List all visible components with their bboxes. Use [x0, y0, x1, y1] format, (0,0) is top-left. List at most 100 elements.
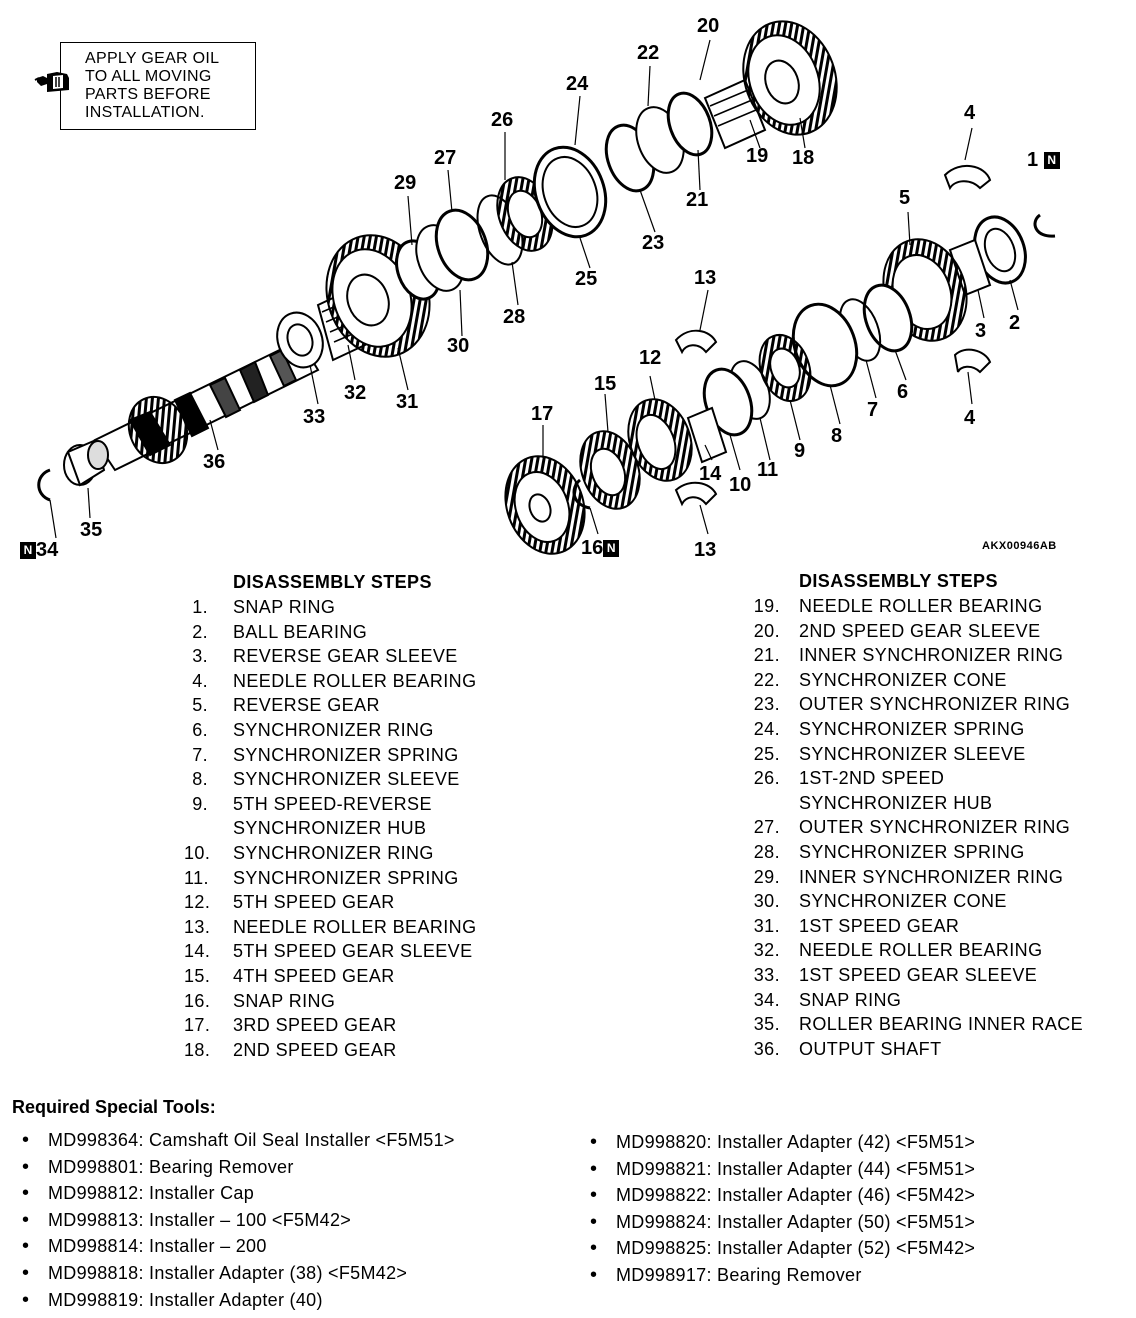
- gear-oil-note: APPLY GEAR OIL TO ALL MOVING PARTS BEFOR…: [60, 42, 256, 130]
- step-number: 27.: [753, 817, 780, 838]
- step-number: 19.: [753, 596, 780, 616]
- step-item: 15.4TH SPEED GEAR: [184, 964, 544, 989]
- needle-bearing-13a: [674, 329, 718, 355]
- bullet-icon: •: [22, 1261, 30, 1284]
- step-number: 33.: [753, 964, 780, 985]
- tool-text: MD998801: Bearing Remover: [48, 1156, 294, 1177]
- step-number: 13.: [184, 916, 211, 937]
- tool-item: • MD998820: Installer Adapter (42) <F5M51…: [590, 1129, 975, 1156]
- step-number: 11.: [184, 867, 209, 888]
- callout-7: 7: [867, 399, 879, 421]
- step-item: 28.SYNCHRONIZER SPRING: [752, 840, 1132, 865]
- step-item: 14. 5TH SPEED GEAR SLEEVE: [184, 939, 544, 964]
- step-number: 2.: [192, 621, 208, 642]
- step-item: 24.SYNCHRONIZER SPRING: [752, 717, 1132, 742]
- sync-ring-6: [862, 283, 914, 353]
- step-text: SYNCHRONIZER SPRING: [233, 744, 459, 765]
- step-text: OUTER SYNCHRONIZER RING: [799, 817, 1071, 838]
- step-number: 26.: [753, 768, 780, 789]
- step-item: 3. REVERSE GEAR SLEEVE: [184, 644, 544, 669]
- note-line-3: PARTS BEFORE: [85, 86, 211, 103]
- callout-14: 14: [699, 463, 722, 485]
- step-number: 25.: [753, 743, 780, 764]
- leader-lines: [49, 39, 1019, 539]
- callout-10: 10: [729, 474, 752, 496]
- step-item: 2.BALL BEARING: [184, 620, 544, 645]
- step-item: 27. OUTER SYNCHRONIZER RING: [752, 815, 1132, 840]
- tool-text: MD998821: Installer Adapter (44) <F5M51>: [616, 1158, 976, 1179]
- step-item: 6.SYNCHRONIZER RING: [184, 718, 544, 743]
- bullet-icon: •: [590, 1157, 598, 1180]
- step-text: SYNCHRONIZER SPRING: [799, 718, 1025, 739]
- step-item: 12.5TH SPEED GEAR: [184, 890, 544, 915]
- step-item: 31.1ST SPEED GEAR: [752, 914, 1132, 939]
- step-item: 33.1ST SPEED GEAR SLEEVE: [752, 963, 1132, 988]
- callout-22: 22: [637, 42, 660, 64]
- tool-item: • MD998819: Installer Adapter (40): [22, 1287, 455, 1314]
- step-number: 5.: [192, 695, 208, 716]
- tools-title: Required Special Tools:: [12, 1097, 216, 1117]
- step-text: 4TH SPEED GEAR: [233, 965, 395, 986]
- callout-3: 3: [975, 320, 987, 342]
- step-text: REVERSE GEAR SLEEVE: [233, 646, 458, 667]
- callout-4-bottom: 4: [964, 407, 976, 429]
- step-number: 31.: [753, 915, 780, 936]
- tool-text: MD998819: Installer Adapter (40): [48, 1289, 323, 1310]
- step-item: 5. REVERSE GEAR: [184, 693, 544, 718]
- step-text: SYNCHRONIZER CONE: [799, 669, 1007, 690]
- tool-item: •MD998813: Installer – 100 <F5M42>: [22, 1207, 455, 1234]
- bullet-icon: •: [590, 1263, 598, 1286]
- callout-17: 17: [531, 403, 554, 425]
- tool-item: •MD998824: Installer Adapter (50) <F5M51…: [590, 1209, 975, 1236]
- step-number: 3.: [192, 646, 208, 667]
- bullet-icon: •: [590, 1131, 598, 1153]
- callout-4-top: 4: [964, 102, 976, 124]
- callout-9: 9: [794, 440, 806, 462]
- step-text: NEEDLE ROLLER BEARING: [799, 596, 1043, 616]
- step-text: SYNCHRONIZER CONE: [799, 891, 1007, 912]
- tool-item: • MD998821: Installer Adapter (44) <F5M51…: [590, 1156, 975, 1183]
- callout-2: 2: [1009, 312, 1021, 334]
- needle-bearing-4a: [943, 165, 992, 191]
- callout-35: 35: [80, 519, 103, 541]
- ball-bearing: [973, 215, 1027, 285]
- callout-32: 32: [344, 382, 367, 404]
- step-text: SYNCHRONIZER SPRING: [233, 867, 459, 888]
- callout-20: 20: [697, 15, 720, 37]
- step-number: 7.: [192, 744, 208, 765]
- second-speed-gear: [742, 20, 838, 136]
- callout-18: 18: [792, 147, 815, 169]
- callout-36: 36: [203, 451, 226, 473]
- step-number: 23.: [753, 694, 780, 715]
- note-line-1: APPLY GEAR OIL: [85, 50, 220, 67]
- tools-list-right: • MD998820: Installer Adapter (42) <F5M51…: [590, 1129, 975, 1289]
- tool-item: •MD998814: Installer – 200: [22, 1233, 455, 1260]
- callout-21: 21: [686, 189, 709, 211]
- step-text: SYNCHRONIZER RING: [233, 719, 434, 740]
- step-text: 5TH SPEED GEAR SLEEVE: [233, 941, 473, 962]
- step-number: 10.: [184, 842, 211, 863]
- callout-5: 5: [899, 187, 911, 209]
- step-text: SNAP RING: [233, 597, 336, 617]
- tool-text: MD998824: Installer Adapter (50) <F5M51>: [616, 1211, 976, 1232]
- callout-28: 28: [503, 306, 526, 328]
- step-text: SYNCHRONIZER SLEEVE: [799, 743, 1026, 764]
- step-number: 20.: [753, 620, 780, 641]
- disassembly-steps-right: DISASSEMBLY STEPS 19.NEEDLE ROLLER BEARI…: [752, 569, 1132, 1061]
- step-item: 23.OUTER SYNCHRONIZER RING: [752, 692, 1132, 717]
- step-item: 22.SYNCHRONIZER CONE: [752, 668, 1132, 693]
- fifth-gear-sleeve: [686, 406, 728, 464]
- tool-item: •MD998822: Installer Adapter (46) <F5M42…: [590, 1182, 975, 1209]
- step-number: 12.: [184, 892, 211, 913]
- tool-text: MD998813: Installer – 100 <F5M42>: [48, 1209, 352, 1230]
- step-text: REVERSE GEAR: [233, 695, 380, 716]
- step-text-cont: SYNCHRONIZER HUB: [799, 792, 993, 813]
- tool-text: MD998825: Installer Adapter (52) <F5M42>: [616, 1238, 976, 1259]
- gear-assembly-drawing: [37, 20, 1056, 555]
- step-item: 13.NEEDLE ROLLER BEARING: [184, 915, 544, 940]
- tool-text: MD998820: Installer Adapter (42) <F5M51>: [616, 1132, 976, 1152]
- bullet-icon: •: [22, 1288, 30, 1311]
- step-number: 14.: [184, 941, 211, 962]
